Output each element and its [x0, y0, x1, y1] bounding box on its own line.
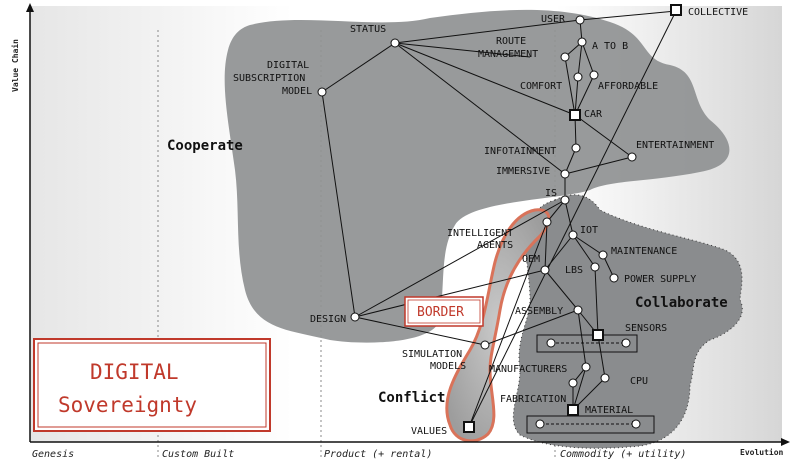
label-digital-subscription-3: MODEL	[282, 86, 312, 97]
label-is: IS	[545, 188, 557, 199]
digital-sovereignty-inner	[37, 342, 267, 428]
node-collective[interactable]	[670, 4, 682, 16]
node-manufacturers[interactable]	[581, 362, 591, 372]
node-maintenance[interactable]	[598, 250, 608, 260]
node-power-supply[interactable]	[609, 273, 619, 283]
label-car: CAR	[584, 109, 603, 120]
material-evolution-start	[535, 419, 545, 429]
label-values: VALUES	[411, 426, 447, 437]
label-status: STATUS	[350, 24, 386, 35]
digital-sovereignty-line2: Sovereignty	[58, 393, 197, 417]
y-axis-arrow	[26, 3, 34, 12]
label-manufacturers: MANUFACTURERS	[489, 364, 567, 375]
label-simulation-models-1: SIMULATION	[402, 349, 462, 360]
label-iot: IOT	[580, 225, 598, 236]
digital-sovereignty-box	[33, 338, 271, 432]
label-user: USER	[541, 14, 566, 25]
dependency-links	[321, 10, 677, 428]
sensors-evolution-start	[546, 338, 556, 348]
region-label-collaborate: Collaborate	[635, 295, 728, 311]
border-annotation-text: BORDER	[417, 305, 464, 320]
label-assembly: ASSEMBLY	[515, 306, 563, 317]
node-car[interactable]	[569, 109, 581, 121]
component-nodes	[317, 4, 682, 433]
node-is[interactable]	[560, 195, 570, 205]
node-values[interactable]	[463, 421, 475, 433]
x-axis-title: Evolution	[740, 447, 784, 457]
stage-commodity: Commodity (+ utility)	[560, 449, 686, 460]
node-sensors[interactable]	[592, 329, 604, 341]
label-a-to-b: A TO B	[592, 41, 628, 52]
node-design[interactable]	[350, 312, 360, 322]
material-evolution-end	[631, 419, 641, 429]
label-oem: OEM	[522, 254, 540, 265]
sensors-evolution-box	[536, 334, 638, 353]
label-route-management-1: ROUTE	[496, 36, 526, 47]
node-lbs[interactable]	[590, 262, 600, 272]
x-axis-arrow	[781, 438, 790, 446]
node-intelligent-agents[interactable]	[542, 217, 552, 227]
node-status[interactable]	[390, 38, 400, 48]
node-cpu[interactable]	[600, 373, 610, 383]
label-material: MATERIAL	[585, 405, 633, 416]
label-intelligent-agents-2: AGENTS	[477, 240, 513, 251]
digital-sovereignty-line1: DIGITAL	[90, 360, 179, 384]
border-annotation-box	[404, 296, 484, 327]
node-simulation-models[interactable]	[480, 340, 490, 350]
node-fabrication[interactable]	[568, 378, 578, 388]
label-lbs: LBS	[565, 265, 583, 276]
node-oem[interactable]	[540, 265, 550, 275]
label-fabrication: FABRICATION	[500, 394, 566, 405]
node-comfort[interactable]	[573, 72, 583, 82]
node-assembly[interactable]	[573, 305, 583, 315]
stage-product: Product (+ rental)	[324, 449, 432, 460]
node-entertainment[interactable]	[627, 152, 637, 162]
label-infotainment: INFOTAINMENT	[484, 146, 556, 157]
label-design: DESIGN	[310, 314, 346, 325]
node-infotainment[interactable]	[571, 143, 581, 153]
label-simulation-models-2: MODELS	[430, 361, 466, 372]
component-labels: USER COLLECTIVE STATUS ROUTE MANAGEMENT …	[233, 7, 748, 437]
label-maintenance: MAINTENANCE	[611, 246, 677, 257]
region-label-cooperate: Cooperate	[167, 138, 243, 154]
border-annotation-inner	[407, 299, 481, 324]
node-affordable[interactable]	[589, 70, 599, 80]
label-intelligent-agents-1: INTELLIGENT	[447, 228, 513, 239]
stage-custom-built: Custom Built	[162, 449, 234, 460]
label-sensors: SENSORS	[625, 323, 667, 334]
sensors-evolution-end	[621, 338, 631, 348]
cooperate-region	[224, 9, 730, 343]
region-label-conflict: Conflict	[378, 390, 445, 406]
node-iot[interactable]	[568, 230, 578, 240]
label-digital-subscription-1: DIGITAL	[267, 60, 309, 71]
label-collective: COLLECTIVE	[688, 7, 748, 18]
material-evolution-box	[526, 415, 655, 434]
node-user[interactable]	[575, 15, 585, 25]
label-affordable: AFFORDABLE	[598, 81, 658, 92]
label-entertainment: ENTERTAINMENT	[636, 140, 714, 151]
label-digital-subscription-2: SUBSCRIPTION	[233, 73, 305, 84]
y-axis-title: Value Chain	[10, 39, 20, 92]
label-power-supply: POWER SUPPLY	[624, 274, 696, 285]
conflict-region	[445, 208, 551, 443]
label-immersive: IMMERSIVE	[496, 166, 550, 177]
node-route-management[interactable]	[560, 52, 570, 62]
node-material[interactable]	[567, 404, 579, 416]
node-a-to-b[interactable]	[577, 37, 587, 47]
node-immersive[interactable]	[560, 169, 570, 179]
node-digital-subscription-model[interactable]	[317, 87, 327, 97]
label-route-management-2: MANAGEMENT	[478, 49, 538, 60]
stage-genesis: Genesis	[32, 449, 74, 460]
label-cpu: CPU	[630, 376, 648, 387]
label-comfort: COMFORT	[520, 81, 562, 92]
